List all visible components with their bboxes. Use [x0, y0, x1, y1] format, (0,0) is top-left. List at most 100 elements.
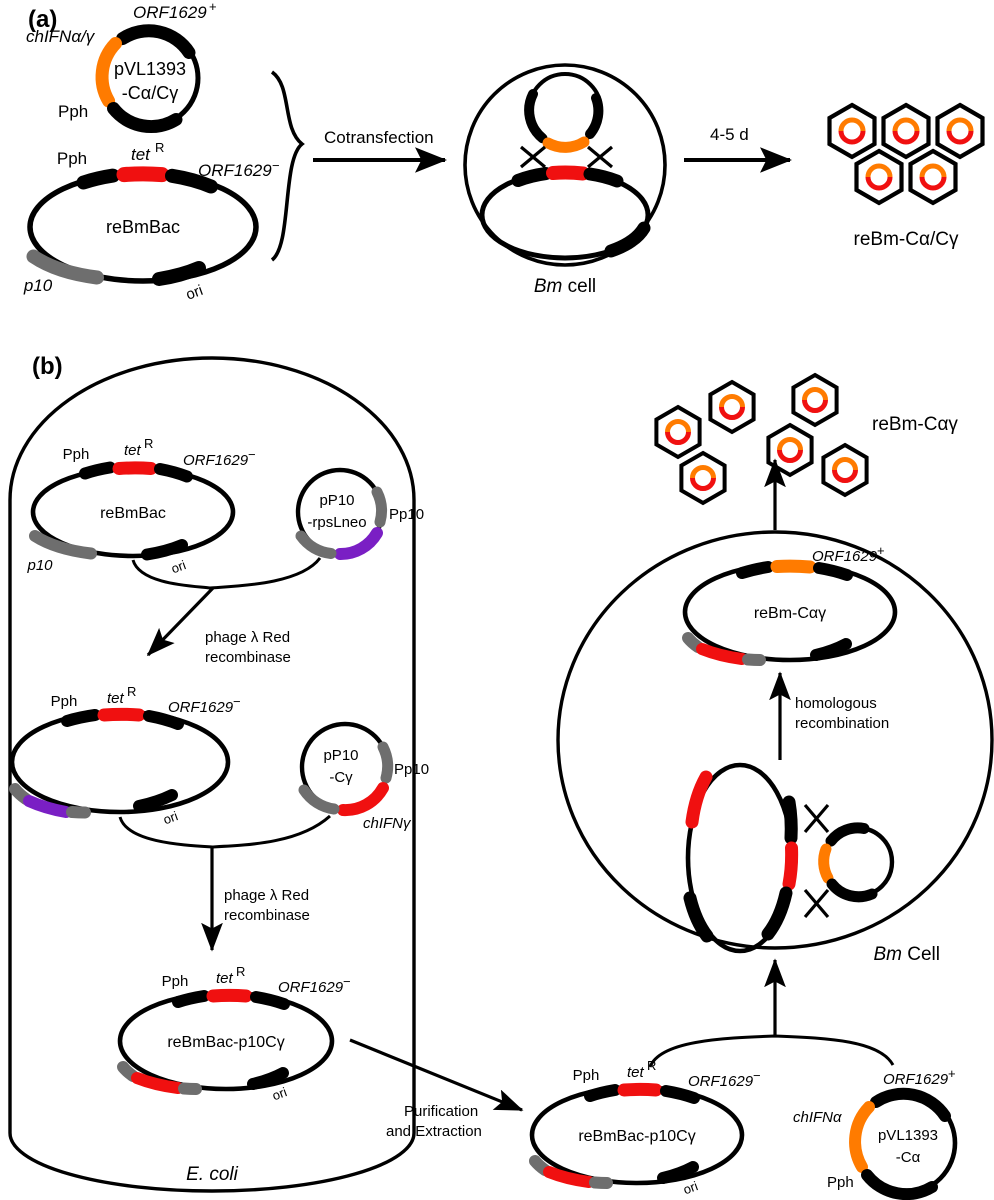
segment-chifng [685, 770, 713, 829]
virion [854, 148, 904, 206]
virion [708, 379, 756, 435]
segment-black-lower-right [761, 886, 793, 941]
crossover-marks [803, 803, 830, 919]
label-orf-text: ORF1629 [168, 699, 234, 716]
segment-ori [152, 261, 206, 286]
label-ori: ori [161, 808, 180, 827]
label-orf-sign: + [948, 1066, 956, 1081]
segment-donor-black-bottom [826, 878, 878, 903]
bm-cell-label-italic: Bm [534, 276, 563, 297]
label-tetr: tet R [107, 684, 136, 707]
label-orf-sign: − [233, 694, 241, 709]
label-orf1629-sign: + [209, 0, 217, 14]
segment-bacmid-right [583, 167, 624, 188]
label-tet-text: tet [216, 970, 234, 987]
segment-ori [133, 789, 178, 812]
bm-cell-a: Bm cell [463, 63, 667, 297]
virion-group-label: reBm-Cα/Cγ [854, 229, 959, 250]
label-ori: ori [169, 557, 188, 576]
segment-tetr [116, 166, 170, 183]
label-pph: Pph [57, 149, 87, 168]
label-orf-sign: − [248, 447, 256, 462]
virion [935, 102, 985, 160]
panel-b-letter: (b) [32, 353, 63, 380]
plasmid-label: reBmBac-p10Cγ [167, 1034, 284, 1051]
segment-orf1629-minus [165, 168, 218, 194]
segment-pp10 [377, 741, 394, 784]
label-orf1629-plus: ORF1629 + [812, 543, 885, 565]
virion-group-b: reBm-Cαγ [654, 372, 958, 506]
step2-bacmid: Pph tet R ORF1629 − ori [9, 684, 241, 827]
plasmid-label-line1: pVL1393 [114, 59, 186, 79]
segment-ori [141, 539, 188, 561]
label-orf-text: ORF1629 [688, 1073, 754, 1090]
segment-orf1629-plus [870, 1087, 951, 1122]
segment-tetr [112, 461, 158, 475]
step1-rebmbac: reBmBac Pph tet R ORF1629 − p10 ori [26, 436, 255, 576]
segment-chifng [131, 1072, 184, 1094]
segment-pph [584, 1084, 621, 1102]
segment-orf1629-minus [154, 463, 193, 483]
segment-chifng [337, 782, 389, 817]
segment-pph [107, 102, 183, 134]
segment-donor-black-left [524, 89, 548, 144]
segment-rpslneo [334, 527, 383, 561]
label-orf1629-minus: ORF1629 − [688, 1068, 761, 1090]
ecoli-label: E. coli [186, 1164, 239, 1185]
segment-pph [79, 461, 116, 480]
plasmid-rebmbac-a: reBmBac Pph tet R ORF1629 − p10 ori [23, 140, 280, 304]
label-tet-text: tet [107, 690, 125, 707]
segment-bacmid-tetr [546, 165, 590, 181]
virion [654, 404, 702, 460]
label-tetr: tet R [124, 436, 153, 459]
label-4-5-days: 4-5 d [710, 125, 749, 144]
virion [821, 442, 869, 498]
label-orf1629-minus: ORF1629 − [168, 694, 241, 716]
panel-a: (a) pVL1393 -Cα/Cγ ORF1629 + chIFNα/γ Pp… [23, 0, 985, 304]
segment-pph [861, 1169, 938, 1200]
label-tet-text: tet [124, 442, 142, 459]
segment-black-right [813, 562, 853, 581]
segment-p10 [26, 249, 104, 285]
label-homologous-line1: homologous [795, 695, 877, 712]
label-orf-text: ORF1629 [278, 979, 344, 996]
label-ori: ori [681, 1178, 700, 1197]
plasmid-pvl1393-cacg: pVL1393 -Cα/Cγ ORF1629 + chIFNα/γ Pph [26, 0, 217, 134]
label-tet-sup: R [127, 684, 136, 699]
label-chifn: chIFNα/γ [26, 27, 96, 46]
recombination-pair [683, 762, 895, 954]
label-pph: Pph [51, 693, 78, 710]
label-tet-text: tet [627, 1064, 645, 1081]
segment-ori [247, 1067, 289, 1090]
virion [881, 102, 931, 160]
label-orf-text: ORF1629 [198, 161, 272, 180]
label-orf-sign: − [343, 974, 351, 989]
bm-cell-label-italic: Bm [873, 944, 902, 965]
label-purification-line1: Purification [404, 1103, 478, 1120]
segment-gray-a [529, 1155, 551, 1176]
label-orf-text: ORF1629 [183, 452, 249, 469]
plasmid-label-line2: -Cα/Cγ [122, 83, 178, 103]
virion [827, 102, 877, 160]
segment-chifng [543, 1166, 595, 1188]
segment-black-lower-left [683, 891, 714, 943]
label-cotransfection: Cotransfection [324, 128, 434, 147]
segment-orf1629-minus [143, 710, 184, 730]
plasmid-label-line1: pP10 [323, 747, 358, 764]
segment-black-left [736, 561, 774, 579]
label-orf1629-minus: ORF1629 − [278, 974, 351, 996]
label-pph: Pph [58, 102, 88, 121]
segment-donor-orange [542, 136, 590, 153]
plasmid-label: reBm-Cαγ [754, 605, 826, 622]
segment-tetr [782, 841, 799, 891]
segment-rpslneo [23, 795, 72, 818]
label-tet-sup: R [144, 436, 153, 451]
segment-bacmid-left [511, 167, 553, 187]
segment-ori [810, 638, 852, 661]
segment-chifn [95, 37, 122, 108]
segment-gray-b [742, 653, 766, 666]
segment-pp10 [371, 486, 387, 528]
crossover-marks [519, 145, 614, 169]
segment-pph [61, 709, 101, 727]
